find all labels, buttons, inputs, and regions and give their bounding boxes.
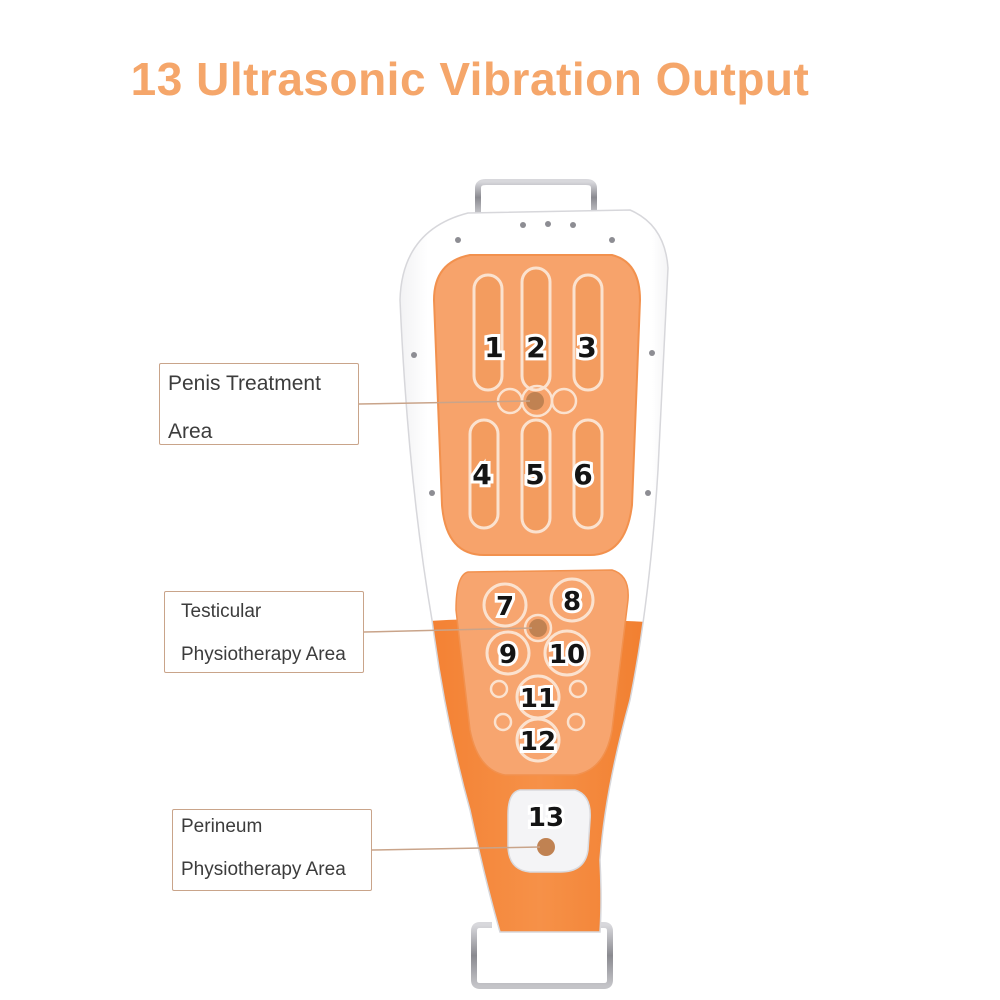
output-label-4: 4 — [472, 458, 491, 491]
output-label-11: 11 — [520, 684, 556, 714]
output-label-9: 9 — [499, 640, 517, 670]
callout-line: Physiotherapy Area — [181, 859, 346, 880]
callout-line: Area — [168, 420, 213, 443]
output-label-13: 13 — [528, 803, 564, 833]
output-label-1: 1 — [484, 331, 503, 364]
bottom-strap-ring — [471, 922, 613, 989]
top-strap-ring — [475, 179, 597, 213]
callout-line: Perineum — [181, 816, 263, 837]
callout-perineum-area: Perineum Physiotherapy Area — [172, 809, 372, 891]
output-label-8: 8 — [563, 587, 581, 617]
callout-line: Physiotherapy Area — [181, 644, 346, 665]
output-label-5: 5 — [525, 458, 544, 491]
output-label-3: 3 — [577, 331, 596, 364]
output-label-6: 6 — [573, 458, 592, 491]
callout-testicular-area: Testicular Physiotherapy Area — [164, 591, 364, 673]
callout-line: Testicular — [181, 601, 262, 622]
testicular-pad — [455, 569, 629, 776]
perineum-pad — [507, 789, 591, 873]
output-label-10: 10 — [549, 640, 585, 670]
output-label-12: 12 — [520, 727, 556, 757]
output-label-2: 2 — [526, 331, 545, 364]
callout-line: Penis Treatment — [168, 372, 321, 395]
page-title: 13 Ultrasonic Vibration Output — [130, 53, 810, 105]
output-label-7: 7 — [496, 592, 514, 622]
callout-penis-treatment-area: Penis Treatment Area — [159, 363, 359, 445]
